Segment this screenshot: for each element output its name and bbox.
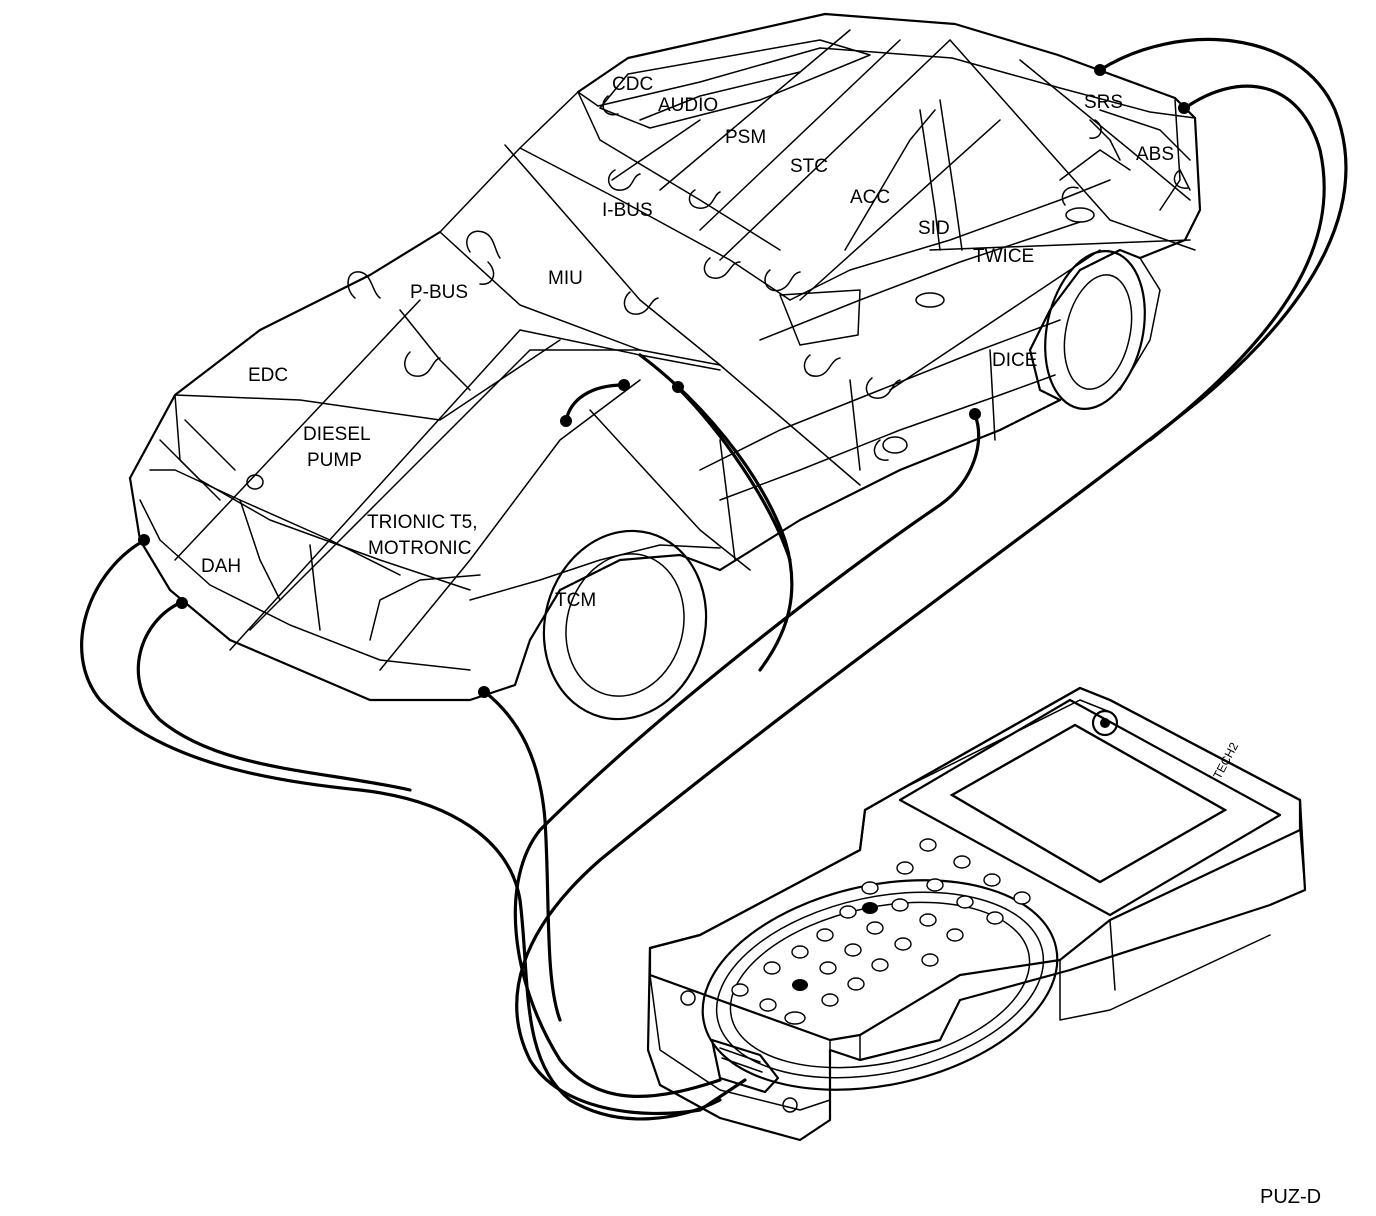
label-audio: AUDIO: [658, 95, 718, 116]
junction-dot: [618, 379, 630, 391]
junction-dot: [478, 686, 490, 698]
junction-dot: [1178, 102, 1190, 114]
tool-key: [763, 961, 781, 975]
tool-key: [791, 945, 809, 959]
tool-key: [731, 983, 749, 997]
figure-code: PUZ-D: [1260, 1186, 1321, 1208]
tool-key: [819, 961, 837, 975]
zone-labels: CDC AUDIO PSM SRS ABS STC ACC I-BUS SID …: [201, 74, 1174, 611]
tool-key: [983, 873, 1001, 887]
tool-key: [847, 977, 865, 991]
tool-key-dark: [862, 902, 878, 914]
tool-key: [891, 898, 909, 912]
label-dah: DAH: [201, 556, 241, 577]
label-pump: PUMP: [307, 450, 362, 471]
tool-key: [986, 911, 1004, 925]
label-abs: ABS: [1136, 144, 1174, 165]
tool-key: [844, 943, 862, 957]
tool-key: [816, 928, 834, 942]
tool-connector: [680, 990, 798, 1113]
tool-keypad: [731, 838, 1031, 1025]
tool-key: [956, 895, 974, 909]
tool-key: [861, 881, 879, 895]
tool-key: [926, 878, 944, 892]
label-trionic: TRIONIC T5,: [367, 512, 478, 533]
label-miu: MIU: [548, 268, 583, 289]
junction-dot: [969, 408, 981, 420]
junction-dot: [672, 381, 684, 393]
label-twice: TWICE: [973, 246, 1034, 267]
tool-key: [821, 993, 839, 1007]
label-psm: PSM: [725, 127, 766, 148]
label-tcm: TCM: [555, 590, 596, 611]
diagnostic-cables: [80, 37, 1348, 1121]
tool-key: [871, 958, 889, 972]
tool-key: [839, 905, 857, 919]
tool-key: [919, 913, 937, 927]
tool-key: [953, 855, 971, 869]
tool-key: [919, 838, 937, 852]
label-sid: SID: [918, 218, 950, 239]
diagnostic-tool: TECH2: [646, 686, 1307, 1142]
label-motronic: MOTRONIC: [368, 538, 471, 559]
tool-key: [759, 998, 777, 1012]
junction-dot: [138, 534, 150, 546]
label-edc: EDC: [248, 365, 288, 386]
label-cdc: CDC: [612, 74, 653, 95]
label-srs: SRS: [1084, 92, 1123, 113]
label-stc: STC: [790, 156, 828, 177]
junction-dot: [176, 597, 188, 609]
label-dice: DICE: [992, 350, 1037, 371]
puzzle-knobs: [347, 95, 1189, 461]
tool-key: [896, 861, 914, 875]
car-outline: [128, 12, 1202, 721]
cable-junctions: [138, 64, 1190, 698]
tool-key-dark: [792, 979, 808, 991]
label-ibus: I-BUS: [602, 200, 653, 221]
tool-key: [1013, 891, 1031, 905]
tool-key: [921, 953, 939, 967]
tool-logo: [1091, 709, 1119, 737]
tool-screen: [949, 723, 1228, 884]
tool-key: [784, 1011, 806, 1025]
junction-dot: [560, 415, 572, 427]
tool-key: [866, 921, 884, 935]
label-acc: ACC: [850, 187, 890, 208]
tool-key: [894, 937, 912, 951]
puzzle-zone-lines: [174, 29, 1196, 671]
tool-brand-label: TECH2: [1210, 740, 1241, 782]
label-diesel: DIESEL: [303, 424, 371, 445]
tool-key: [946, 928, 964, 942]
label-pbus: P-BUS: [410, 282, 468, 303]
junction-dot: [1094, 64, 1106, 76]
